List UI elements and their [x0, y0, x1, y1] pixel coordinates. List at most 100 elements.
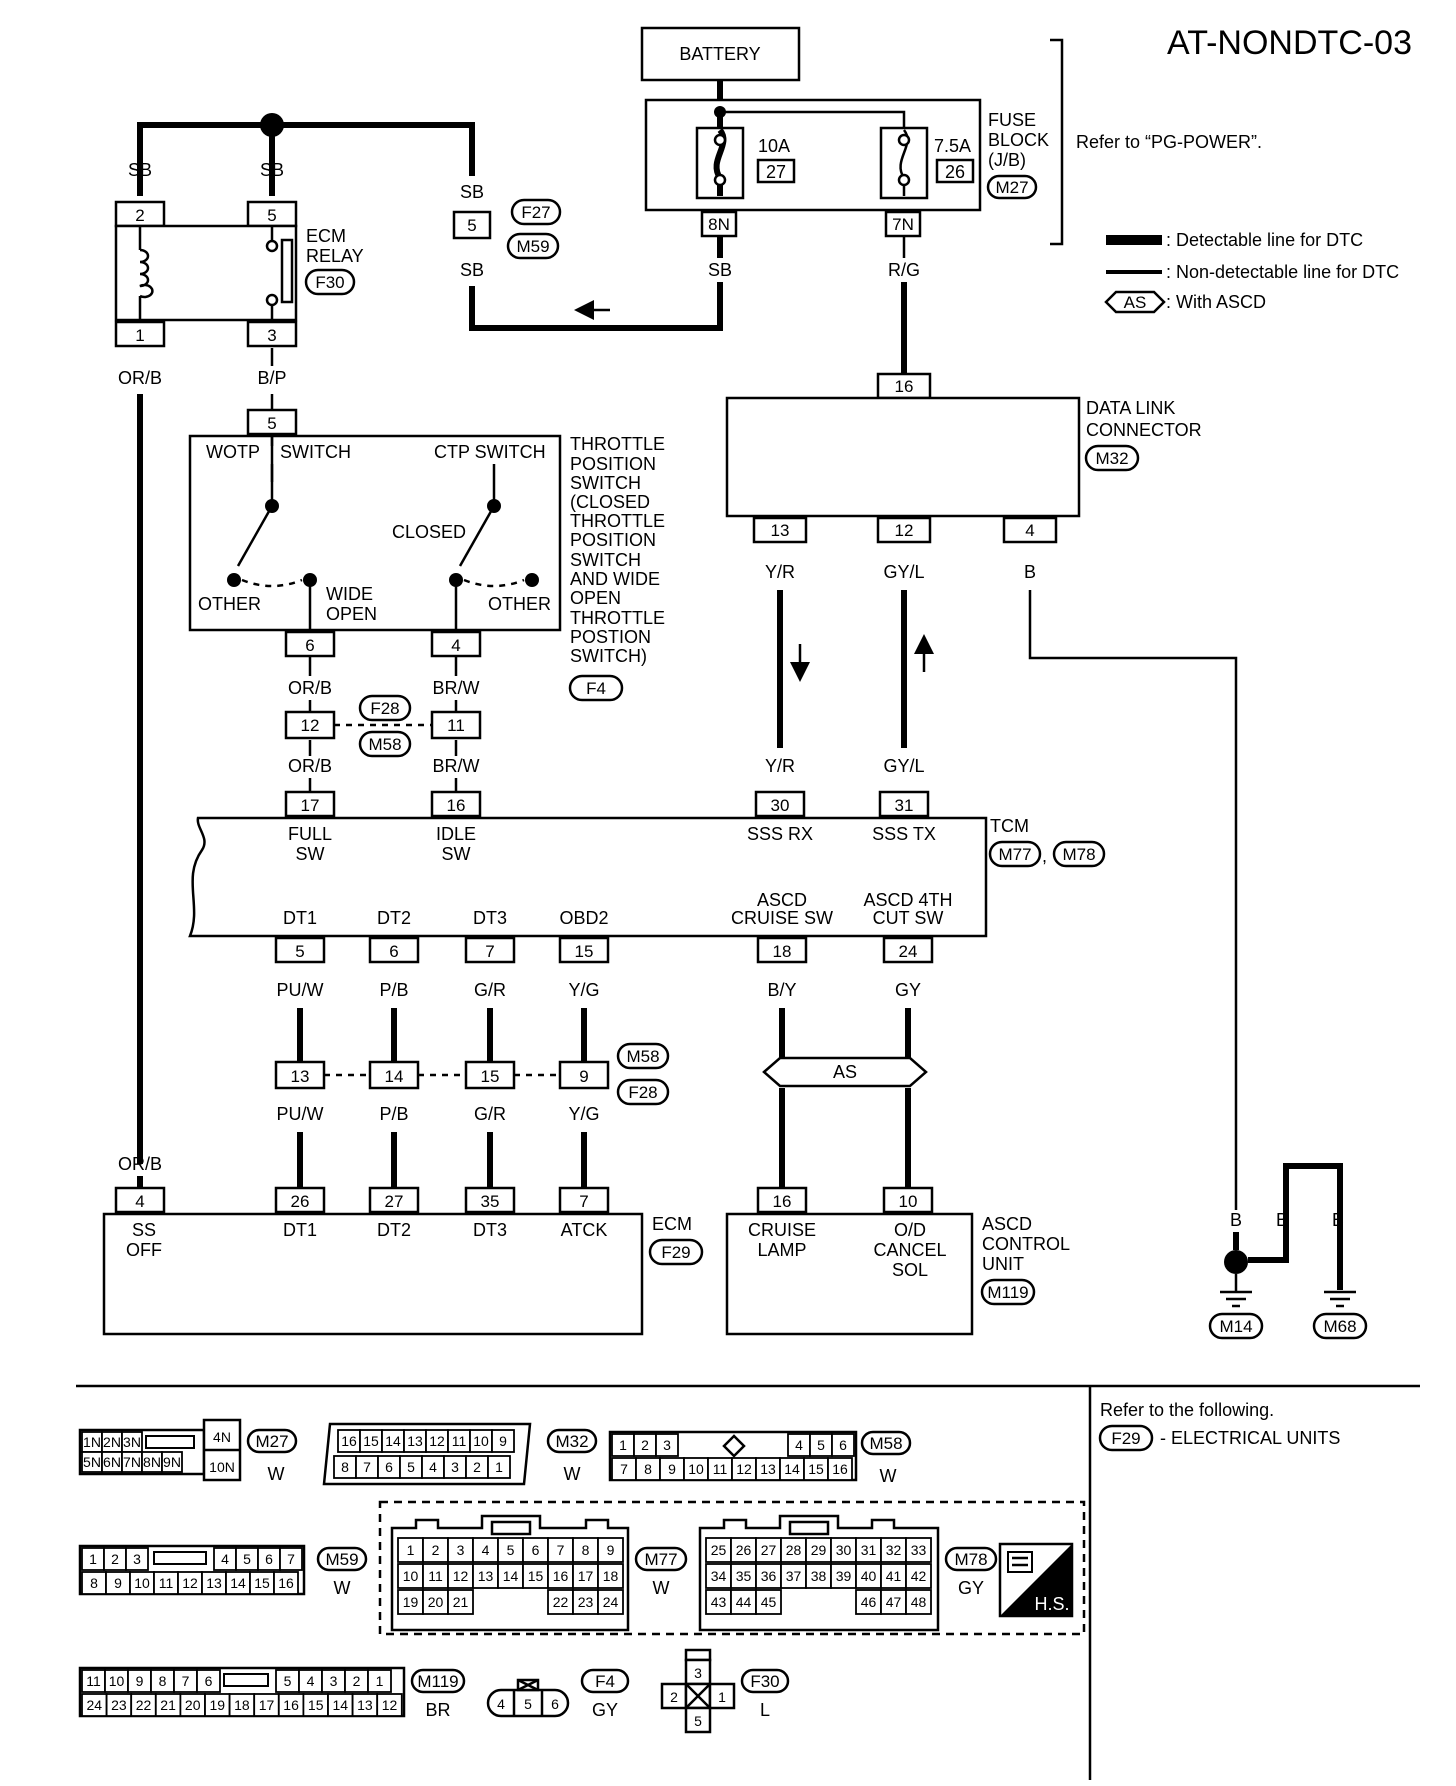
svg-text:THROTTLE: THROTTLE	[570, 511, 665, 531]
cavity	[161, 1451, 183, 1473]
cavity-number: 16	[832, 1461, 848, 1477]
svg-text:FUSE: FUSE	[988, 110, 1036, 130]
joint-m58-f28-lower: 13 14 15 9 M58 F28	[274, 1042, 670, 1106]
cavity-number: 9	[499, 1433, 507, 1449]
cavity-number: 5	[817, 1437, 825, 1453]
cavity	[376, 1693, 403, 1717]
svg-text:ASCD: ASCD	[757, 890, 807, 910]
cavity-number: 10	[688, 1461, 704, 1477]
cavity-number: 13	[478, 1568, 494, 1584]
cavity	[597, 1537, 624, 1563]
svg-text:ECM: ECM	[306, 226, 346, 246]
cavity-number: 17	[578, 1568, 594, 1584]
svg-text:G/R: G/R	[474, 1104, 506, 1124]
svg-text:15: 15	[575, 942, 594, 961]
cavity-number: 11	[428, 1568, 443, 1584]
cavity	[547, 1563, 574, 1589]
connector-view-f4: 4 5 6 F4 GY	[486, 1668, 630, 1720]
svg-text:10: 10	[899, 1192, 918, 1211]
svg-text:SOL: SOL	[892, 1260, 928, 1280]
cavity	[522, 1563, 549, 1589]
cavity-number: 14	[503, 1568, 519, 1584]
cavity-number: 21	[160, 1697, 176, 1713]
svg-text:SS: SS	[132, 1220, 156, 1240]
svg-text:B/P: B/P	[257, 368, 286, 388]
cavity-number: 24	[603, 1594, 619, 1610]
svg-text:CRUISE SW: CRUISE SW	[731, 908, 833, 928]
cavity	[487, 1455, 511, 1479]
svg-text:5: 5	[267, 414, 276, 433]
svg-text:7N: 7N	[892, 215, 914, 234]
cavity	[730, 1537, 757, 1563]
svg-text:GY/L: GY/L	[883, 562, 924, 582]
cavity	[831, 1433, 855, 1457]
cavity-number: 24	[87, 1697, 103, 1713]
svg-text:7: 7	[579, 1192, 588, 1211]
fuse-27: 10A 27	[695, 126, 796, 200]
svg-text:TCM: TCM	[990, 816, 1029, 836]
svg-text:F29: F29	[661, 1243, 690, 1262]
svg-text:SSS TX: SSS TX	[872, 824, 936, 844]
cavity-number: 1	[619, 1437, 627, 1453]
cavity-number: 7	[363, 1459, 371, 1475]
cavity-number: 18	[603, 1568, 619, 1584]
svg-text:5: 5	[694, 1713, 702, 1729]
cavity-number: 45	[761, 1594, 777, 1610]
svg-text:M78: M78	[954, 1550, 987, 1569]
cavity-number: 12	[429, 1433, 445, 1449]
svg-text:BLOCK: BLOCK	[988, 130, 1049, 150]
cavity	[597, 1563, 624, 1589]
cavity-number: 27	[761, 1542, 777, 1558]
cavity-number: 6	[385, 1459, 393, 1475]
cavity-number: 25	[711, 1542, 727, 1558]
svg-text:AS: AS	[1124, 293, 1147, 312]
svg-text:4: 4	[135, 1192, 144, 1211]
cavity-number: 10	[473, 1433, 489, 1449]
cavity-number: 5	[284, 1673, 292, 1689]
cavity-number: 11	[452, 1433, 467, 1449]
cavity	[730, 1563, 757, 1589]
ascd-control-unit: 16 10 CRUISE LAMP O/D CANCEL SOL ASCD CO…	[725, 1186, 1070, 1336]
svg-text:17: 17	[301, 796, 320, 815]
cavity	[572, 1563, 599, 1589]
cavity	[755, 1589, 782, 1615]
svg-text:SW: SW	[296, 844, 325, 864]
svg-text:M59: M59	[516, 237, 549, 256]
svg-text:OPEN: OPEN	[326, 604, 377, 624]
svg-text:GY: GY	[592, 1700, 618, 1720]
svg-text:O/D: O/D	[894, 1220, 926, 1240]
svg-text:,: ,	[1042, 846, 1047, 866]
svg-text:18: 18	[773, 942, 792, 961]
svg-text:35: 35	[481, 1192, 500, 1211]
svg-text:9: 9	[579, 1067, 588, 1086]
svg-text:OR/B: OR/B	[288, 678, 332, 698]
svg-text:THROTTLE: THROTTLE	[570, 434, 665, 454]
cavity-number: 8	[341, 1459, 349, 1475]
svg-text:7.5A: 7.5A	[934, 136, 971, 156]
cavity-number: 3N	[123, 1434, 141, 1450]
svg-text:5: 5	[267, 206, 276, 225]
cavity-number: 9	[136, 1673, 144, 1689]
svg-text:M27: M27	[995, 178, 1028, 197]
svg-text:F28: F28	[628, 1083, 657, 1102]
cavity-number: 13	[206, 1575, 222, 1591]
cavity-number: 23	[111, 1697, 127, 1713]
cavity-number: 10	[109, 1673, 125, 1689]
cavity	[655, 1433, 679, 1457]
svg-text:AS: AS	[833, 1062, 857, 1082]
cavity-number: 3	[330, 1673, 338, 1689]
cavity	[125, 1547, 149, 1571]
cavity	[597, 1589, 624, 1615]
cavity-number: 36	[761, 1568, 777, 1584]
svg-text:UNIT: UNIT	[982, 1254, 1024, 1274]
svg-text:2: 2	[670, 1689, 678, 1705]
cavity-number: 3	[663, 1437, 671, 1453]
svg-text:R/G: R/G	[888, 260, 920, 280]
cavity-number: 2N	[103, 1434, 121, 1450]
svg-text:SB: SB	[708, 260, 732, 280]
connector-view-f30: 3 2 1 5 F30 L	[660, 1648, 790, 1734]
svg-text:GY: GY	[958, 1578, 984, 1598]
cavity-number: 4	[221, 1551, 229, 1567]
